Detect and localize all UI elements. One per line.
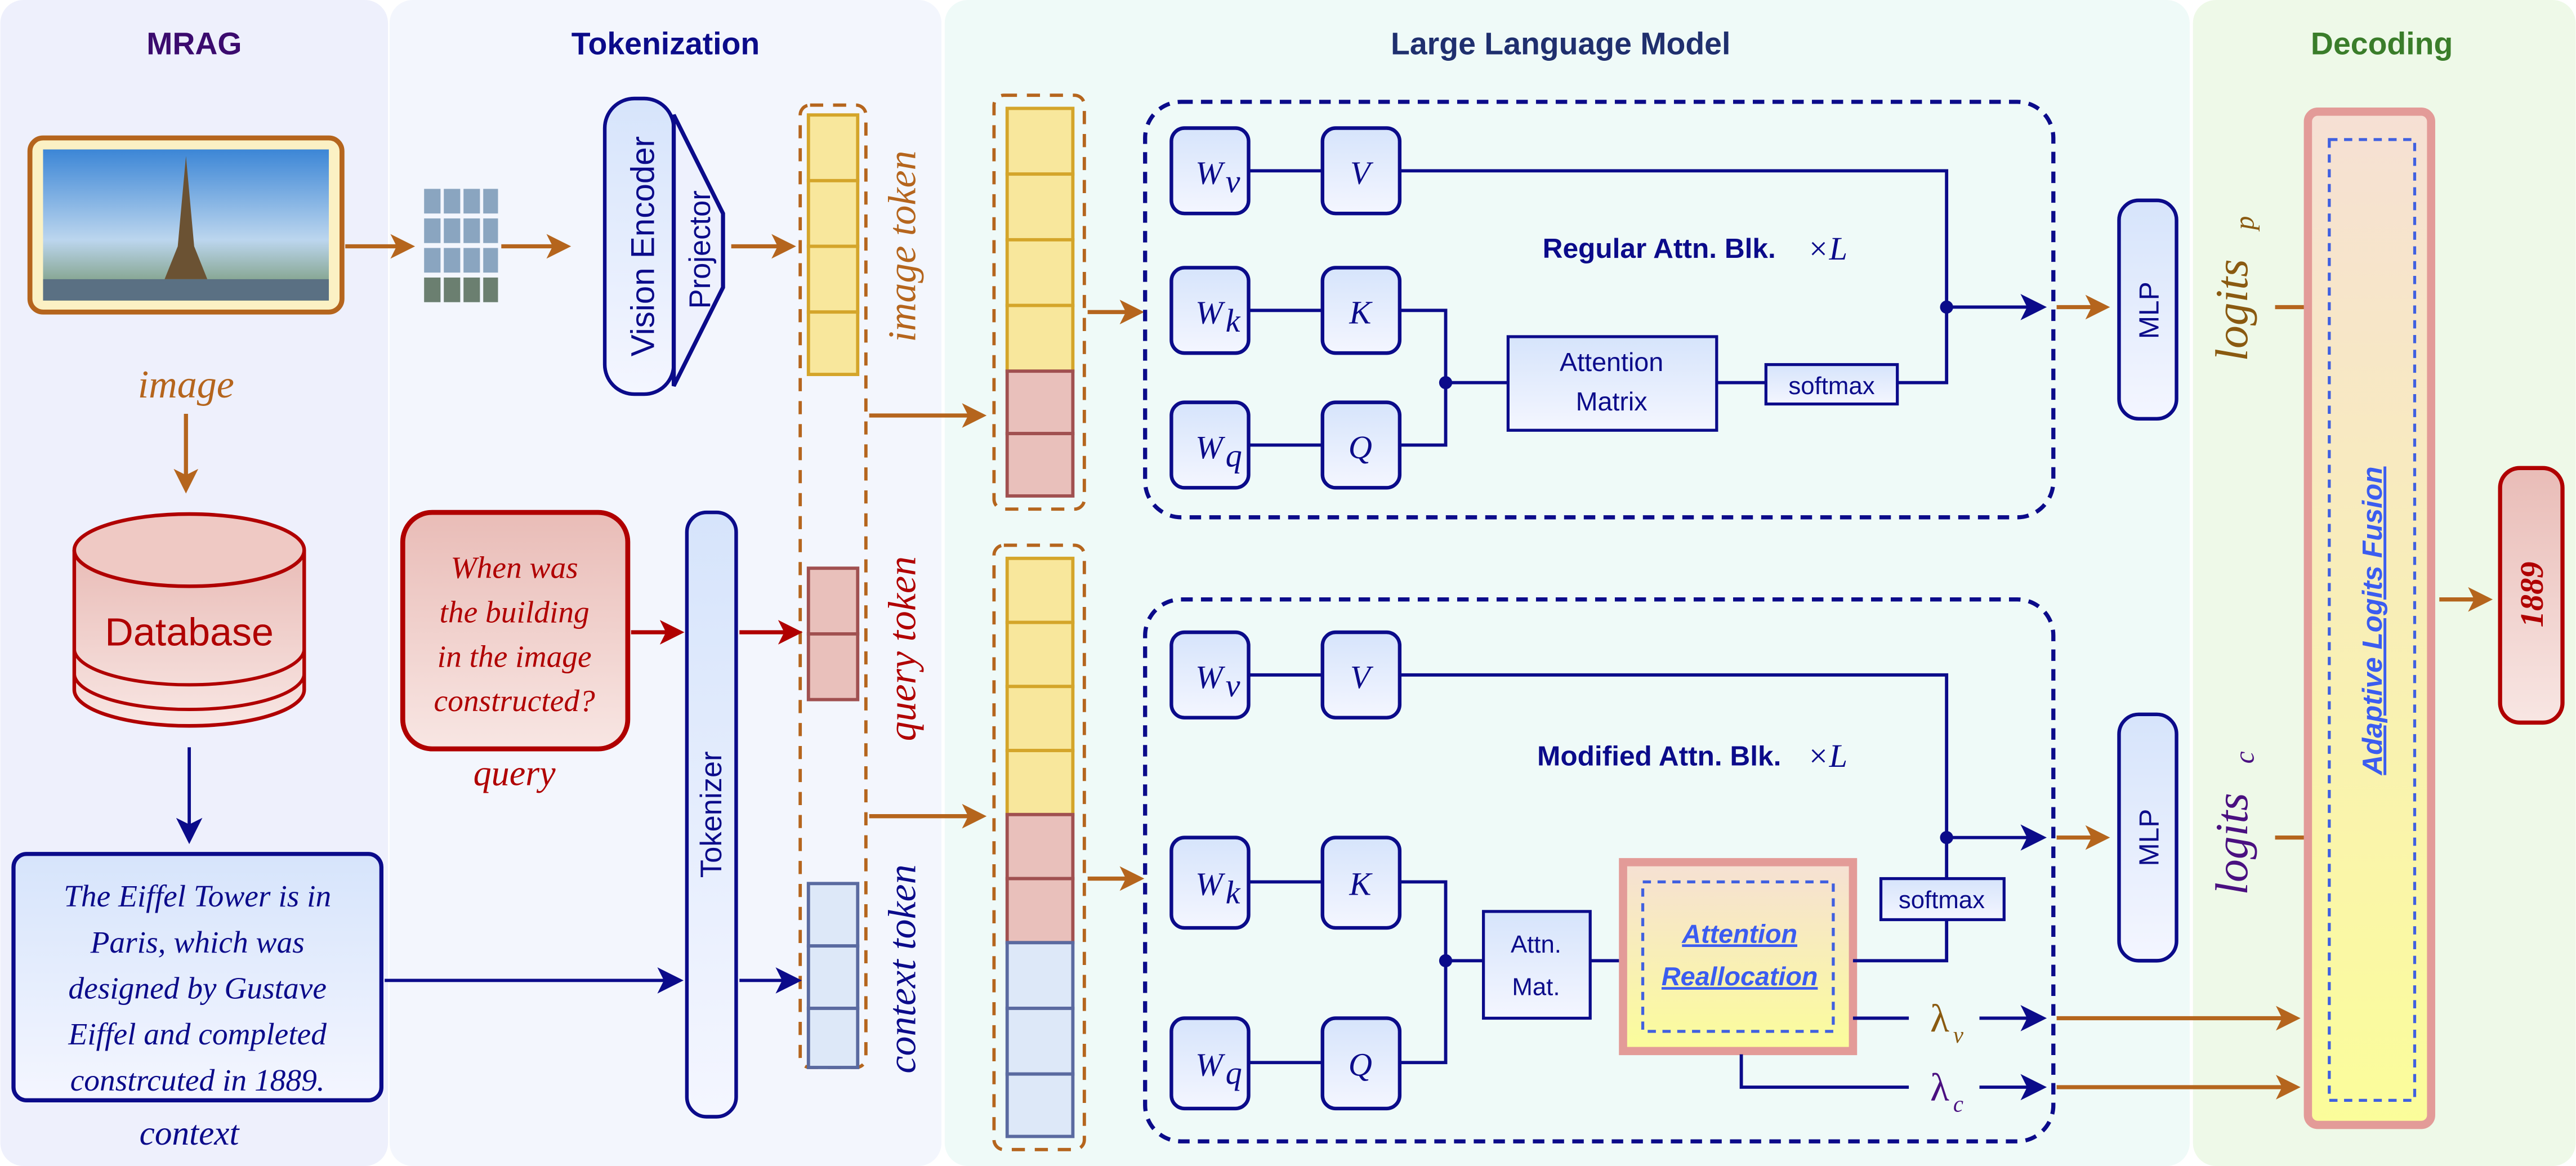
query-token-label: query token bbox=[881, 556, 924, 741]
svg-text:Attention: Attention bbox=[1681, 919, 1797, 948]
regular-block-title: Regular Attn. Blk. bbox=[1543, 233, 1776, 264]
modified-block-title: Modified Attn. Blk. bbox=[1537, 740, 1781, 771]
svg-text:The Eiffel Tower is in: The Eiffel Tower is in bbox=[64, 879, 331, 913]
svg-text:MLP: MLP bbox=[2133, 282, 2164, 339]
svg-text:designed by Gustave: designed by Gustave bbox=[68, 971, 327, 1005]
lambda-c: λ bbox=[1930, 1066, 1949, 1109]
panel-title-decoding: Decoding bbox=[2311, 26, 2453, 61]
eiffel-tower-icon bbox=[164, 156, 208, 279]
database-label: Database bbox=[105, 610, 274, 654]
svg-text:V: V bbox=[1350, 155, 1374, 191]
panel-llm bbox=[944, 0, 2190, 1166]
svg-text:W: W bbox=[1195, 155, 1225, 191]
panel-tokenization bbox=[389, 0, 942, 1166]
svg-text:k: k bbox=[1226, 874, 1241, 910]
database-icon bbox=[72, 512, 306, 728]
input-image bbox=[27, 135, 345, 315]
svg-text:Adaptive Logits Fusion: Adaptive Logits Fusion bbox=[2356, 467, 2388, 776]
svg-text:q: q bbox=[1226, 1055, 1242, 1091]
svg-text:×L: ×L bbox=[1807, 738, 1847, 774]
svg-text:c: c bbox=[2229, 751, 2260, 763]
image-patches bbox=[424, 189, 498, 302]
svg-text:v: v bbox=[1226, 163, 1240, 199]
query-label: query bbox=[474, 753, 556, 793]
logits-c: logits bbox=[2206, 793, 2257, 895]
context-tokens bbox=[806, 882, 860, 1069]
context-box bbox=[11, 852, 384, 1102]
mlp-top bbox=[2117, 198, 2178, 421]
context-label: context bbox=[140, 1114, 240, 1152]
svg-text:K: K bbox=[1349, 866, 1373, 903]
svg-text:in the image: in the image bbox=[437, 639, 592, 673]
svg-text:softmax: softmax bbox=[1899, 886, 1985, 914]
lambda-v: λ bbox=[1930, 997, 1949, 1040]
svg-text:W: W bbox=[1195, 659, 1225, 695]
svg-text:Eiffel and completed: Eiffel and completed bbox=[68, 1017, 327, 1051]
attention-reallocation: Attention Reallocation bbox=[1619, 858, 1858, 1056]
context-token-label: context token bbox=[881, 864, 924, 1073]
logits-p: logits bbox=[2206, 259, 2257, 361]
tokenizer-label: Tokenizer bbox=[695, 751, 728, 878]
panel-title-mrag: MRAG bbox=[146, 26, 242, 61]
image-label: image bbox=[138, 363, 234, 406]
answer: 1889 bbox=[2514, 562, 2550, 628]
svg-text:W: W bbox=[1195, 1047, 1225, 1083]
query-tokens bbox=[806, 566, 860, 702]
svg-text:v: v bbox=[1226, 667, 1240, 704]
svg-text:k: k bbox=[1226, 302, 1241, 339]
answer-box bbox=[2498, 466, 2565, 725]
svg-text:Mat.: Mat. bbox=[1512, 973, 1560, 1001]
tokenizer bbox=[685, 510, 738, 1119]
vision-encoder-label: Vision Encoder bbox=[625, 136, 662, 356]
projector bbox=[671, 114, 725, 387]
svg-text:W: W bbox=[1195, 294, 1225, 331]
svg-text:K: K bbox=[1349, 294, 1373, 331]
svg-text:Q: Q bbox=[1349, 429, 1372, 466]
svg-text:Attention: Attention bbox=[1560, 347, 1663, 377]
svg-text:constrcuted in 1889.: constrcuted in 1889. bbox=[70, 1063, 325, 1097]
svg-text:the building: the building bbox=[440, 595, 590, 629]
svg-text:V: V bbox=[1350, 659, 1374, 695]
svg-text:v: v bbox=[1953, 1022, 1964, 1048]
svg-text:W: W bbox=[1195, 866, 1225, 903]
panel-title-tokenization: Tokenization bbox=[572, 26, 760, 61]
svg-text:When was: When was bbox=[451, 551, 578, 585]
svg-text:Attn.: Attn. bbox=[1511, 931, 1561, 958]
svg-text:c: c bbox=[1953, 1092, 1963, 1117]
svg-text:W: W bbox=[1195, 429, 1225, 466]
svg-text:constructed?: constructed? bbox=[434, 683, 595, 718]
mlp-bottom bbox=[2117, 712, 2178, 963]
svg-text:Paris, which was: Paris, which was bbox=[90, 925, 305, 959]
modified-input-tokens bbox=[992, 543, 1086, 1151]
image-tokens bbox=[806, 113, 860, 376]
context-text: The Eiffel Tower is in Paris, which was … bbox=[64, 879, 331, 1097]
query-box bbox=[400, 510, 631, 752]
svg-text:Matrix: Matrix bbox=[1576, 387, 1648, 416]
projector-label: Projector bbox=[684, 190, 717, 309]
image-token-label: image token bbox=[881, 150, 924, 342]
svg-text:Reallocation: Reallocation bbox=[1662, 962, 1818, 991]
svg-text:Q: Q bbox=[1349, 1047, 1372, 1083]
query-text: When was the building in the image const… bbox=[434, 551, 595, 718]
regular-input-tokens bbox=[992, 93, 1086, 511]
panel-title-llm: Large Language Model bbox=[1391, 26, 1730, 61]
adaptive-logits-fusion: Adaptive Logits Fusion bbox=[2303, 108, 2435, 1129]
svg-text:p: p bbox=[2229, 216, 2260, 232]
svg-text:q: q bbox=[1226, 437, 1242, 473]
svg-text:softmax: softmax bbox=[1788, 372, 1874, 400]
svg-text:MLP: MLP bbox=[2133, 809, 2164, 866]
svg-text:×L: ×L bbox=[1807, 230, 1847, 267]
